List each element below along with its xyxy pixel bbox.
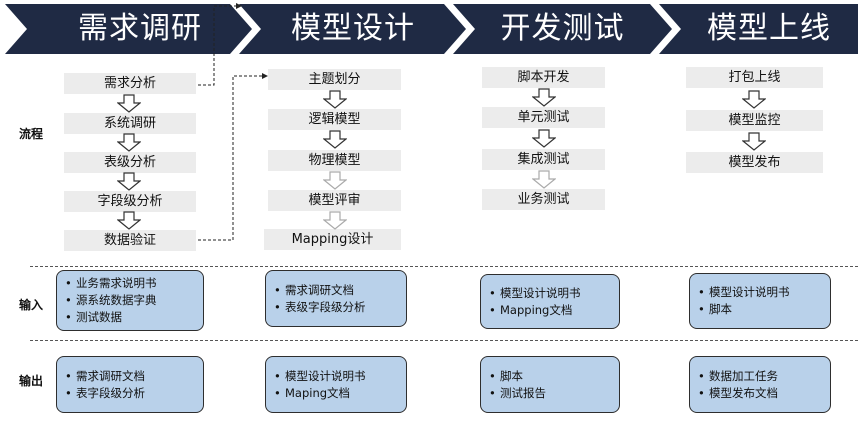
- process-step: 逻辑模型: [268, 109, 401, 130]
- process-step: 数据验证: [64, 230, 196, 251]
- stage-chevron-2: [239, 4, 466, 54]
- row-label-input: 输入: [19, 298, 44, 312]
- process-step: 模型监控: [686, 110, 823, 131]
- output-box: 需求调研文档 表字段级分析: [56, 356, 204, 413]
- list-item: 需求调研文档: [272, 282, 400, 299]
- list-item: 测试数据: [63, 309, 197, 326]
- input-box: 需求调研文档 表级字段级分析: [265, 270, 407, 327]
- hollow-down-arrow-icon: [742, 132, 766, 151]
- list-item: 需求调研文档: [63, 368, 197, 385]
- hollow-down-arrow-icon: [532, 129, 556, 148]
- list-item: 源系统数据字典: [63, 292, 197, 309]
- list-item: 模型设计说明书: [272, 368, 400, 385]
- list-item: Mapping文档: [487, 302, 613, 319]
- stage-title-1: 需求调研: [78, 11, 202, 46]
- process-step: 表级分析: [64, 152, 196, 173]
- dashed-connector-top: [198, 3, 242, 86]
- list-item: 表级字段级分析: [272, 299, 400, 316]
- row-label-process: 流程: [19, 127, 44, 141]
- stage-chevron-3: [453, 4, 672, 54]
- process-step: 业务测试: [482, 189, 605, 210]
- stage-header: [5, 4, 858, 54]
- list-item: 测试报告: [487, 385, 613, 402]
- section-divider: [30, 340, 858, 341]
- list-item: 脚本: [487, 368, 613, 385]
- process-step: 脚本开发: [482, 67, 605, 88]
- input-box: 模型设计说明书 Mapping文档: [480, 274, 620, 329]
- list-item: 模型设计说明书: [487, 285, 613, 302]
- process-step: 系统调研: [64, 113, 196, 134]
- hollow-down-arrow-icon: [323, 171, 347, 190]
- hollow-down-arrow-icon: [742, 90, 766, 109]
- hollow-down-arrow-icon: [117, 133, 141, 152]
- hollow-down-arrow-icon: [323, 130, 347, 149]
- hollow-down-arrow-icon: [323, 211, 347, 230]
- process-step: 集成测试: [482, 149, 605, 170]
- list-item: 数据加工任务: [696, 368, 824, 385]
- hollow-down-arrow-icon: [532, 170, 556, 189]
- stage-chevron-1: [5, 4, 252, 54]
- hollow-down-arrow-icon: [532, 88, 556, 107]
- input-box: 模型设计说明书 脚本: [689, 273, 831, 329]
- hollow-down-arrow-icon: [117, 94, 141, 113]
- stage-title-3: 开发测试: [500, 11, 625, 46]
- process-step: 物理模型: [268, 150, 401, 171]
- input-box: 业务需求说明书 源系统数据字典 测试数据: [56, 270, 204, 331]
- output-box: 数据加工任务 模型发布文档: [689, 356, 831, 413]
- list-item: 模型设计说明书: [696, 284, 824, 301]
- stage-chevron-4: [659, 4, 858, 54]
- hollow-down-arrow-icon: [117, 172, 141, 191]
- stage-title-4: 模型上线: [707, 11, 831, 46]
- process-step: 主题划分: [268, 69, 401, 90]
- process-step: 模型评审: [268, 190, 401, 211]
- process-step: 打包上线: [686, 67, 823, 88]
- output-box: 脚本 测试报告: [480, 356, 620, 413]
- row-label-output: 输出: [19, 374, 44, 388]
- process-step: 需求分析: [64, 73, 196, 94]
- process-step: 字段级分析: [64, 191, 196, 212]
- process-step: Mapping设计: [264, 229, 401, 250]
- list-item: Maping文档: [272, 385, 400, 402]
- list-item: 业务需求说明书: [63, 275, 197, 292]
- stage-title-2: 模型设计: [291, 11, 415, 46]
- list-item: 表字段级分析: [63, 385, 197, 402]
- section-divider: [30, 266, 858, 267]
- process-step: 单元测试: [482, 107, 605, 128]
- hollow-down-arrow-icon: [117, 211, 141, 230]
- process-step: 模型发布: [686, 152, 823, 173]
- list-item: 脚本: [696, 301, 824, 318]
- dashed-connector-bottom: [198, 73, 268, 241]
- hollow-down-arrow-icon: [323, 90, 347, 109]
- list-item: 模型发布文档: [696, 385, 824, 402]
- output-box: 模型设计说明书 Maping文档: [265, 356, 407, 413]
